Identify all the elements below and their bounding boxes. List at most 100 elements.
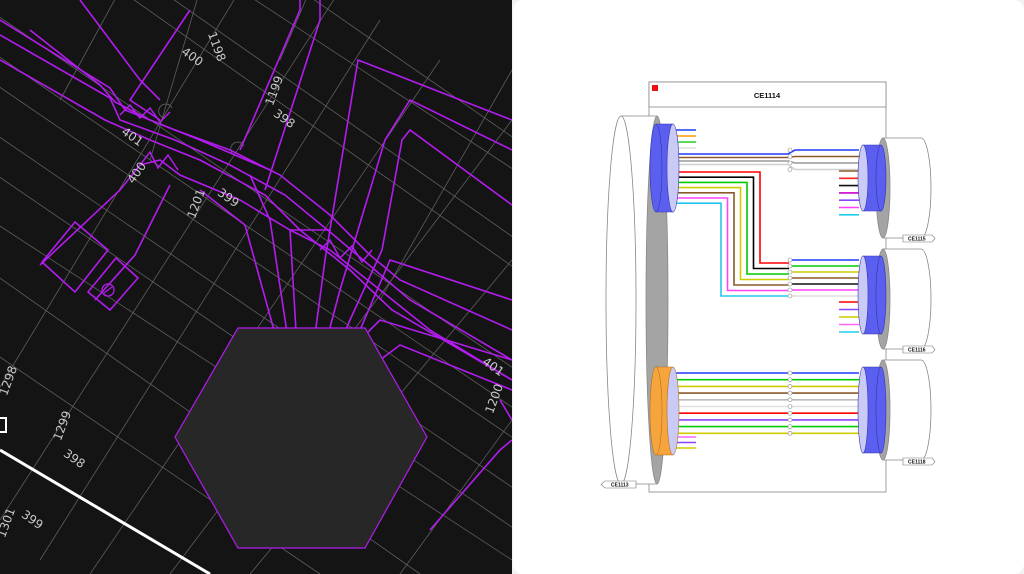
- map-label: 1301: [0, 506, 18, 539]
- splice-dot: [787, 384, 793, 389]
- map-label: 1298: [0, 364, 20, 397]
- cable-route[interactable]: [0, 19, 512, 331]
- street-line: [399, 419, 512, 574]
- street-end: [158, 103, 173, 119]
- zigzag-route: [119, 103, 171, 124]
- street-line: [133, 0, 512, 267]
- svg-text:CE1116: CE1116: [908, 348, 926, 354]
- splice-dot: [787, 397, 793, 403]
- street-line: [89, 59, 441, 574]
- map-label: 399: [19, 507, 46, 532]
- wire: [676, 176, 789, 270]
- splice-dot: [787, 154, 793, 159]
- wiring-diagram-panel: CE1114: [513, 0, 1024, 574]
- tag-ce1116[interactable]: CE1116: [902, 345, 936, 354]
- street-line: [0, 136, 512, 488]
- road-marker: [0, 417, 7, 433]
- street-line: [0, 0, 235, 388]
- cabinet-box[interactable]: [40, 220, 110, 294]
- wire: [676, 181, 789, 275]
- manhole-icon-mark: [103, 286, 113, 294]
- cable-route[interactable]: [39, 159, 512, 381]
- street-line: [0, 56, 512, 408]
- street-line: [313, 0, 512, 138]
- zigzag-route: [139, 150, 179, 171]
- splice-dot: [787, 293, 793, 299]
- street-line: [0, 0, 335, 521]
- splice-dot: [787, 275, 793, 281]
- left-connector-top[interactable]: [649, 123, 680, 213]
- map-label: 1201: [184, 187, 208, 220]
- tag-ce1115[interactable]: CE1115: [902, 234, 936, 243]
- splice-dot: [787, 377, 793, 383]
- red-marker-icon: [652, 85, 658, 91]
- hexagon-zone[interactable]: [174, 327, 428, 549]
- street-line: [0, 16, 512, 368]
- splice-dot: [787, 269, 793, 275]
- wires: [675, 129, 859, 449]
- cable-route[interactable]: [128, 9, 191, 121]
- cabinet-box[interactable]: [86, 256, 140, 312]
- cable-route[interactable]: [499, 399, 512, 421]
- street-line: [0, 86, 512, 438]
- tag-ce1118[interactable]: CE1118: [902, 457, 936, 466]
- cable-route[interactable]: [29, 29, 271, 171]
- cable-route[interactable]: [94, 184, 171, 301]
- frame-ce1114: [648, 81, 887, 493]
- cable-route[interactable]: [359, 319, 512, 361]
- splice-dot: [787, 417, 793, 423]
- cable-route[interactable]: [429, 439, 512, 531]
- splice-dot: [787, 147, 793, 153]
- splice-dot: [787, 370, 793, 376]
- manhole-icon: [101, 283, 115, 297]
- svg-text:CE1118: CE1118: [908, 460, 926, 466]
- main-road: [0, 448, 211, 574]
- street-line: [39, 19, 381, 561]
- svg-text:CE1113: CE1113: [611, 483, 629, 489]
- street-line: [149, 0, 198, 161]
- right-connector-middle[interactable]: [857, 255, 887, 335]
- cable-route[interactable]: [79, 0, 161, 101]
- splice-dot: [787, 410, 793, 416]
- wiring-diagram: CE1114: [600, 81, 936, 493]
- map-label: 1299: [50, 409, 74, 442]
- splice-dot: [787, 424, 793, 429]
- map-label: 398: [61, 446, 88, 471]
- street-line: [59, 0, 116, 101]
- cable-route[interactable]: [379, 344, 512, 391]
- street-line: [173, 0, 512, 237]
- wire: [676, 149, 859, 155]
- cable-route[interactable]: [239, 0, 301, 151]
- splice-dot: [787, 287, 793, 293]
- map-label: 399: [215, 185, 242, 210]
- splice-dot: [787, 263, 793, 269]
- tag-ce1113[interactable]: CE1113: [600, 480, 637, 489]
- cable-route[interactable]: [264, 0, 321, 191]
- splice-dot: [787, 390, 793, 396]
- cable-route[interactable]: [0, 34, 512, 361]
- splice-dot: [787, 167, 793, 172]
- left-connector-bottom[interactable]: [649, 366, 680, 456]
- wire: [676, 197, 789, 292]
- title-bar: [648, 81, 887, 108]
- map-label: 398: [271, 106, 298, 131]
- right-connector-top[interactable]: [857, 144, 887, 212]
- zigzag-route: [319, 238, 373, 264]
- wire: [676, 202, 789, 297]
- map-label: 1198: [205, 30, 229, 63]
- svg-text:CE1115: CE1115: [908, 237, 926, 243]
- map-label: 1200: [482, 382, 506, 415]
- wire: [676, 192, 789, 286]
- wire: [676, 163, 859, 171]
- wire: [676, 171, 789, 264]
- right-connector-bottom[interactable]: [857, 366, 887, 454]
- wire: [676, 186, 789, 281]
- cable-route[interactable]: [0, 59, 512, 381]
- splice-dot: [787, 404, 793, 409]
- splice-dot: [787, 430, 793, 436]
- map-label: 1199: [262, 74, 286, 107]
- diagram-title: CE1114: [754, 91, 781, 100]
- street-line: [379, 69, 512, 301]
